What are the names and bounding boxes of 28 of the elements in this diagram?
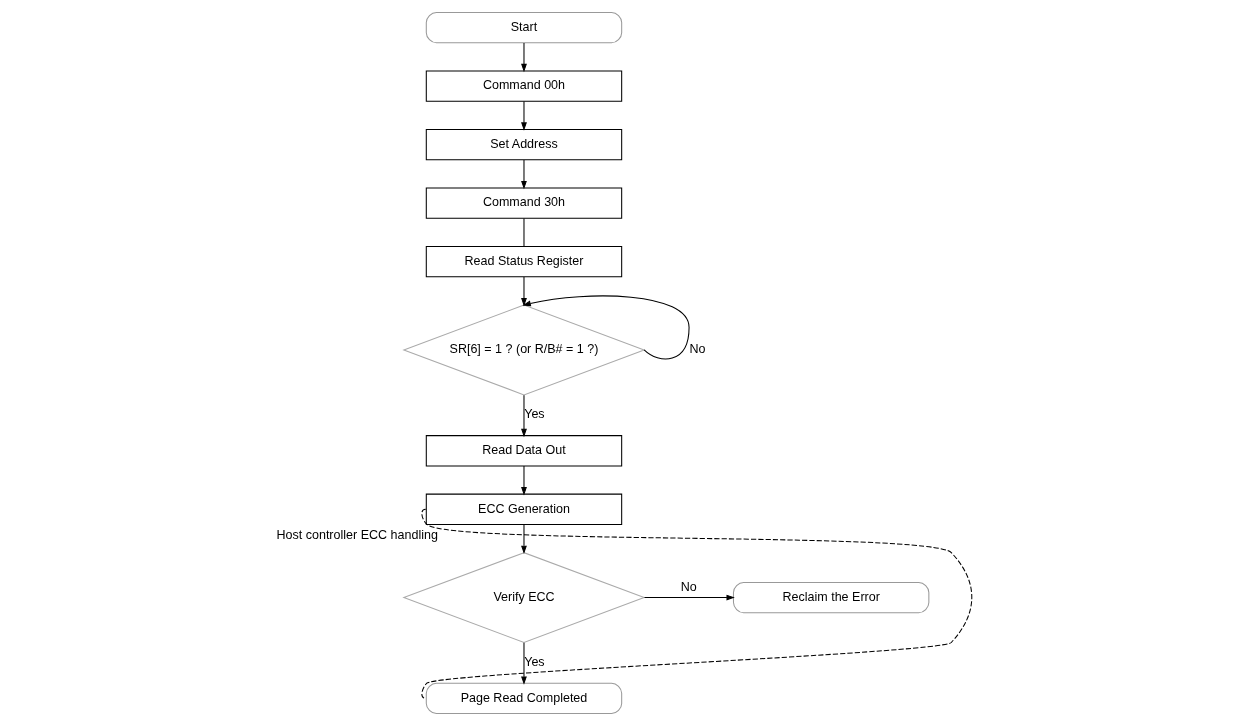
connector: [522, 217, 524, 247]
edge-label: Yes: [523, 407, 545, 422]
node-box: Start: [425, 11, 622, 44]
node-diamond: Verify ECC: [401, 552, 646, 644]
arrow: [520, 100, 527, 131]
arrow: [520, 276, 527, 307]
node-box: Command 00h: [425, 70, 622, 102]
node-box: Set Address: [425, 128, 622, 161]
node-box: Read Data Out: [425, 435, 622, 467]
node-box: Page Read Completed: [425, 682, 622, 715]
arrow: [520, 465, 527, 496]
arrow: [520, 42, 527, 73]
arrow: [520, 524, 527, 555]
arrow: [520, 394, 527, 438]
arrow: [520, 159, 527, 190]
node-diamond: SR[6] = 1 ? (or R/B# = 1 ?): [401, 304, 646, 396]
edge-label: No: [680, 579, 697, 594]
edge-label: No: [688, 342, 705, 357]
node-box: Command 30h: [425, 187, 622, 219]
connector: [420, 508, 972, 699]
arrow: [643, 594, 735, 601]
node-box: ECC Generation: [425, 493, 622, 525]
arrow: [520, 642, 527, 685]
edge-label: Host controller ECC handling: [276, 527, 438, 542]
node-box: Reclaim the Error: [732, 581, 929, 614]
arrow: [521, 295, 690, 360]
node-box: Read Status Register: [425, 246, 622, 278]
edge-label: Yes: [523, 655, 545, 670]
